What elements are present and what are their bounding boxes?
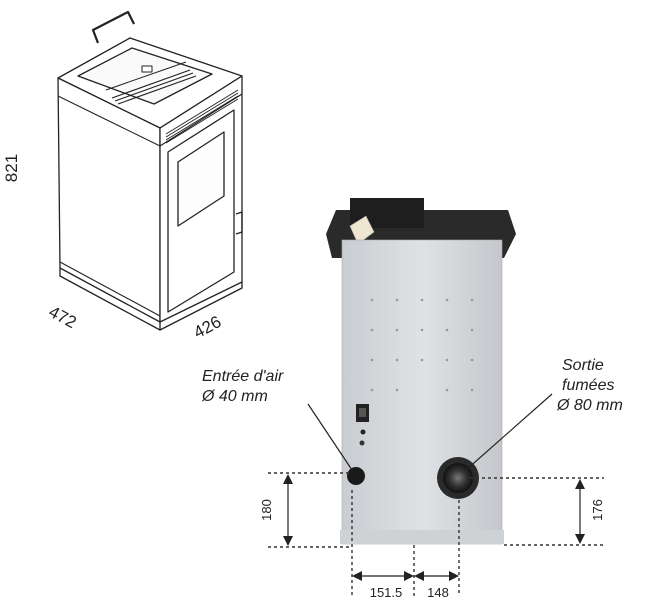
flue-outlet-pipe: [443, 463, 473, 493]
top-grille: [111, 69, 197, 105]
rear-bottom-lip: [340, 530, 504, 544]
outlet-height-label: 176: [590, 499, 605, 521]
dim-151-arrow: [352, 571, 414, 581]
spacing-label: 148: [427, 585, 449, 600]
flue-outlet-label-line2: fumées: [562, 377, 614, 394]
air-inlet-leader: [307, 403, 353, 471]
air-inlet-label-line1: Entrée d'air: [202, 368, 284, 385]
rear-view-stove: [326, 198, 516, 545]
door-handle: [235, 211, 243, 235]
stove-handle: [91, 10, 135, 44]
side-vent: [165, 89, 239, 144]
panel-screws: [370, 298, 474, 392]
air-inlet-label-line2: Ø 40 mm: [201, 388, 268, 405]
dim-176-arrow: [575, 479, 585, 544]
inlet-height-label: 180: [259, 499, 274, 521]
flue-outlet-leader: [465, 393, 553, 471]
dim-height-label: 821: [2, 154, 21, 182]
dim-148-arrow: [414, 571, 459, 581]
flue-outlet-label-line3: Ø 80 mm: [556, 397, 623, 414]
rear-panel: [341, 239, 503, 545]
dim-180-arrow: [283, 474, 293, 546]
door-window: [177, 131, 225, 227]
rear-tag: [349, 215, 375, 245]
air-inlet-hole: [347, 467, 365, 485]
isometric-stove-drawing: [57, 10, 243, 331]
inlet-offset-label: 151.5: [370, 585, 403, 600]
dim-depth-label: 472: [46, 302, 80, 332]
flue-outlet-label-line1: Sortie: [562, 357, 604, 374]
reference-dashes: [268, 472, 604, 596]
dim-width-label: 426: [190, 312, 224, 342]
